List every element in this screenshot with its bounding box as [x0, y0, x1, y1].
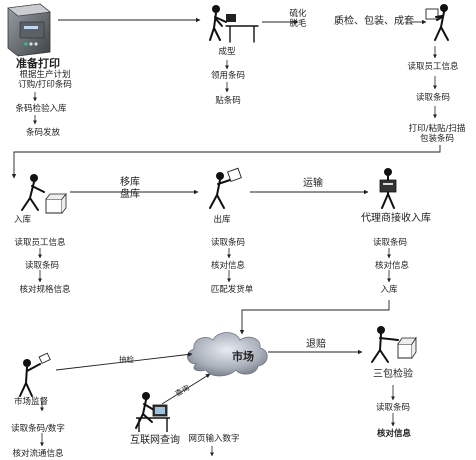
label-forming: 成型 [218, 47, 236, 57]
label-inspect-in: 条码检验入库 [15, 104, 67, 114]
label-read-code-num: 读取条码/数字 [11, 424, 65, 434]
label-read-code-4: 读取条码 [372, 238, 408, 248]
market-inspector-icon [19, 352, 51, 397]
label-check-info-3: 核对信息 [376, 429, 412, 439]
outbound-worker-icon [209, 167, 242, 209]
label-warranty: 三包检验 [373, 369, 413, 380]
label-plan: 根据生产计划 [19, 70, 71, 80]
barcode-printer-icon [7, 3, 51, 57]
label-check-flow: 核对流通信息 [12, 449, 64, 459]
label-stick-code: 贴条码 [215, 96, 241, 106]
arrow-internet-to-market [161, 373, 211, 405]
label-move-stocktake: 移库 盘库 [120, 177, 140, 200]
connector-agent-to-market [239, 300, 390, 335]
label-read-code-2: 读取条码 [24, 261, 60, 271]
label-agent-receive: 代理商接收入库 [361, 213, 431, 224]
label-check-info-1: 核对信息 [210, 261, 246, 271]
label-print-stick-scan: 打印/粘贴/扫描 包装条码 [408, 124, 466, 144]
label-match-ship: 匹配发货单 [210, 285, 254, 295]
label-read-staff-1: 读取员工信息 [407, 62, 459, 72]
label-vulcanize: 硫化 脱毛 [289, 9, 307, 29]
label-print-order: 订购/打印条码 [18, 80, 72, 90]
label-read-staff-2: 读取员工信息 [14, 238, 66, 248]
label-check-info-2: 核对信息 [374, 261, 410, 271]
label-internet-query: 互联网查询 [130, 435, 180, 446]
arrow-supervision-to-market [55, 352, 193, 371]
label-qc-pack: 质检、包装、成套 [334, 16, 414, 27]
warranty-inspector-icon [371, 326, 417, 363]
label-read-code-3: 读取条码 [210, 238, 246, 248]
worker-at-table-icon [209, 5, 259, 43]
label-spot-check: 抽检 [119, 355, 134, 364]
label-market-supervision: 市场监督 [13, 397, 49, 407]
label-return: 退赔 [306, 339, 326, 350]
label-outbound: 出库 [213, 215, 231, 225]
label-issue: 条码发放 [25, 128, 61, 138]
label-read-code-1: 读取条码 [415, 93, 451, 103]
packing-worker-icon [425, 4, 449, 41]
market-cloud-icon [187, 332, 268, 377]
label-receive-code: 领用条码 [210, 71, 246, 81]
agent-receiving-icon [379, 168, 397, 209]
label-agent-inbound: 入库 [380, 285, 398, 295]
warehouse-worker-icon [21, 174, 67, 214]
computer-user-icon [135, 392, 170, 432]
label-market: 市场 [232, 350, 254, 363]
connector-pack-to-warehouse [11, 145, 441, 179]
label-transport: 运输 [303, 178, 323, 189]
label-read-code-5: 读取条码 [375, 403, 411, 413]
label-web-input: 网页输入数字 [188, 434, 240, 444]
label-inbound: 入库 [14, 215, 32, 225]
label-prepare-print: 准备打印 [16, 57, 60, 70]
label-check-spec: 核对规格信息 [19, 285, 71, 295]
